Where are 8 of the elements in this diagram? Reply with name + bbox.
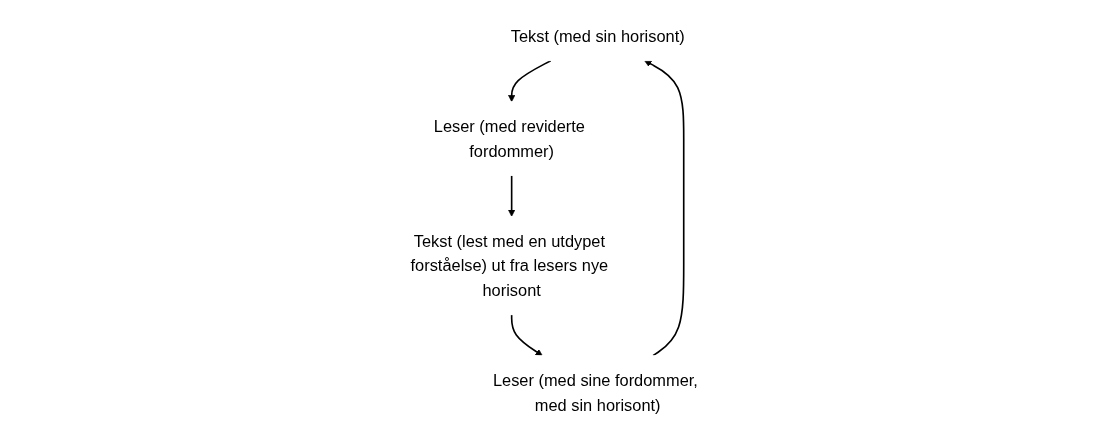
arrow bbox=[644, 60, 685, 357]
node-text: Tekst (med sin horisont) bbox=[511, 27, 685, 46]
arrow bbox=[508, 59, 552, 102]
arrow bbox=[508, 174, 516, 217]
node-text: Leser (med reviderte fordommer) bbox=[434, 117, 586, 160]
node-text: Tekst (lest med en utdypet forståelse) ut fra lesers nye horisont bbox=[410, 231, 609, 300]
arrow bbox=[511, 313, 544, 356]
node-text: Leser (med sine fordommer, med sin horisont) bbox=[493, 371, 699, 414]
